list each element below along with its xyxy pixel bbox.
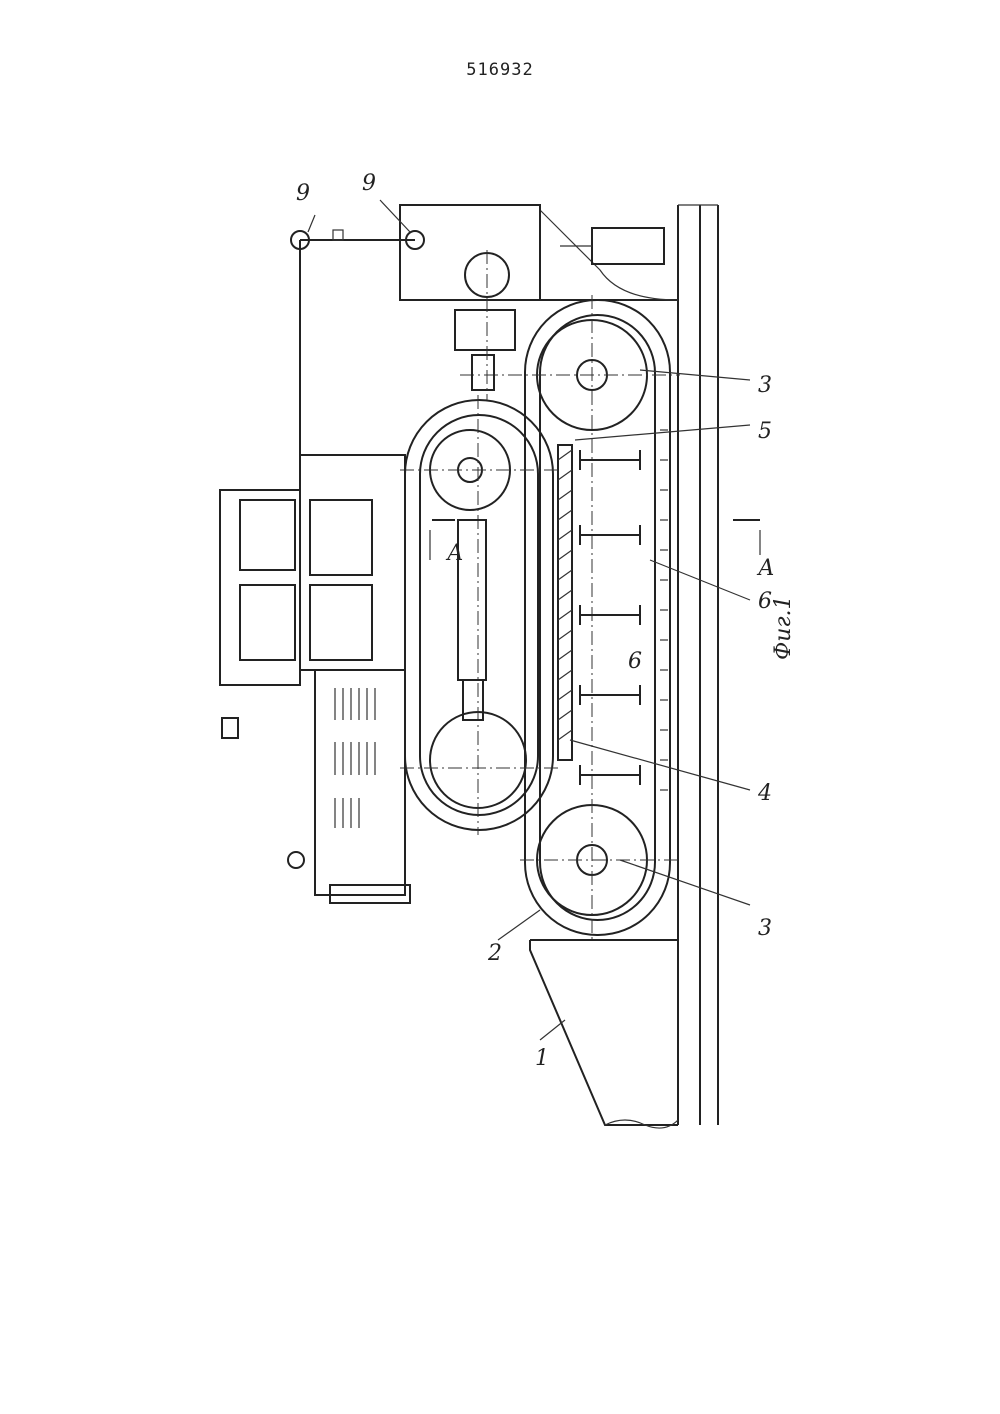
label-3-top: 3 — [758, 373, 772, 398]
ramp-part-1 — [530, 940, 678, 1128]
figure-caption: Фиг.1 — [771, 595, 796, 660]
tractor-track — [400, 395, 560, 835]
section-line — [430, 520, 760, 560]
upper-support — [540, 208, 678, 300]
label-2: 2 — [487, 941, 502, 966]
label-3-bottom: 3 — [758, 916, 772, 941]
label-1: 1 — [535, 1046, 549, 1071]
label-6-inner: 6 — [628, 649, 642, 674]
tractor-body — [220, 455, 410, 903]
label-9-right: 9 — [362, 171, 376, 196]
i-beams — [580, 450, 640, 785]
label-9-left: 9 — [296, 181, 310, 206]
rail-base — [678, 205, 718, 1125]
section-mark-a-bottom: А — [756, 556, 775, 581]
section-mark-a-top: А — [445, 541, 464, 566]
cable-and-sheaves — [291, 205, 540, 495]
label-6-outer: 6 — [758, 589, 772, 614]
label-4: 4 — [757, 781, 772, 806]
lower-track — [460, 295, 680, 940]
label-5: 5 — [758, 419, 772, 444]
engine-vents — [335, 688, 375, 828]
leader-lines — [308, 200, 750, 1040]
